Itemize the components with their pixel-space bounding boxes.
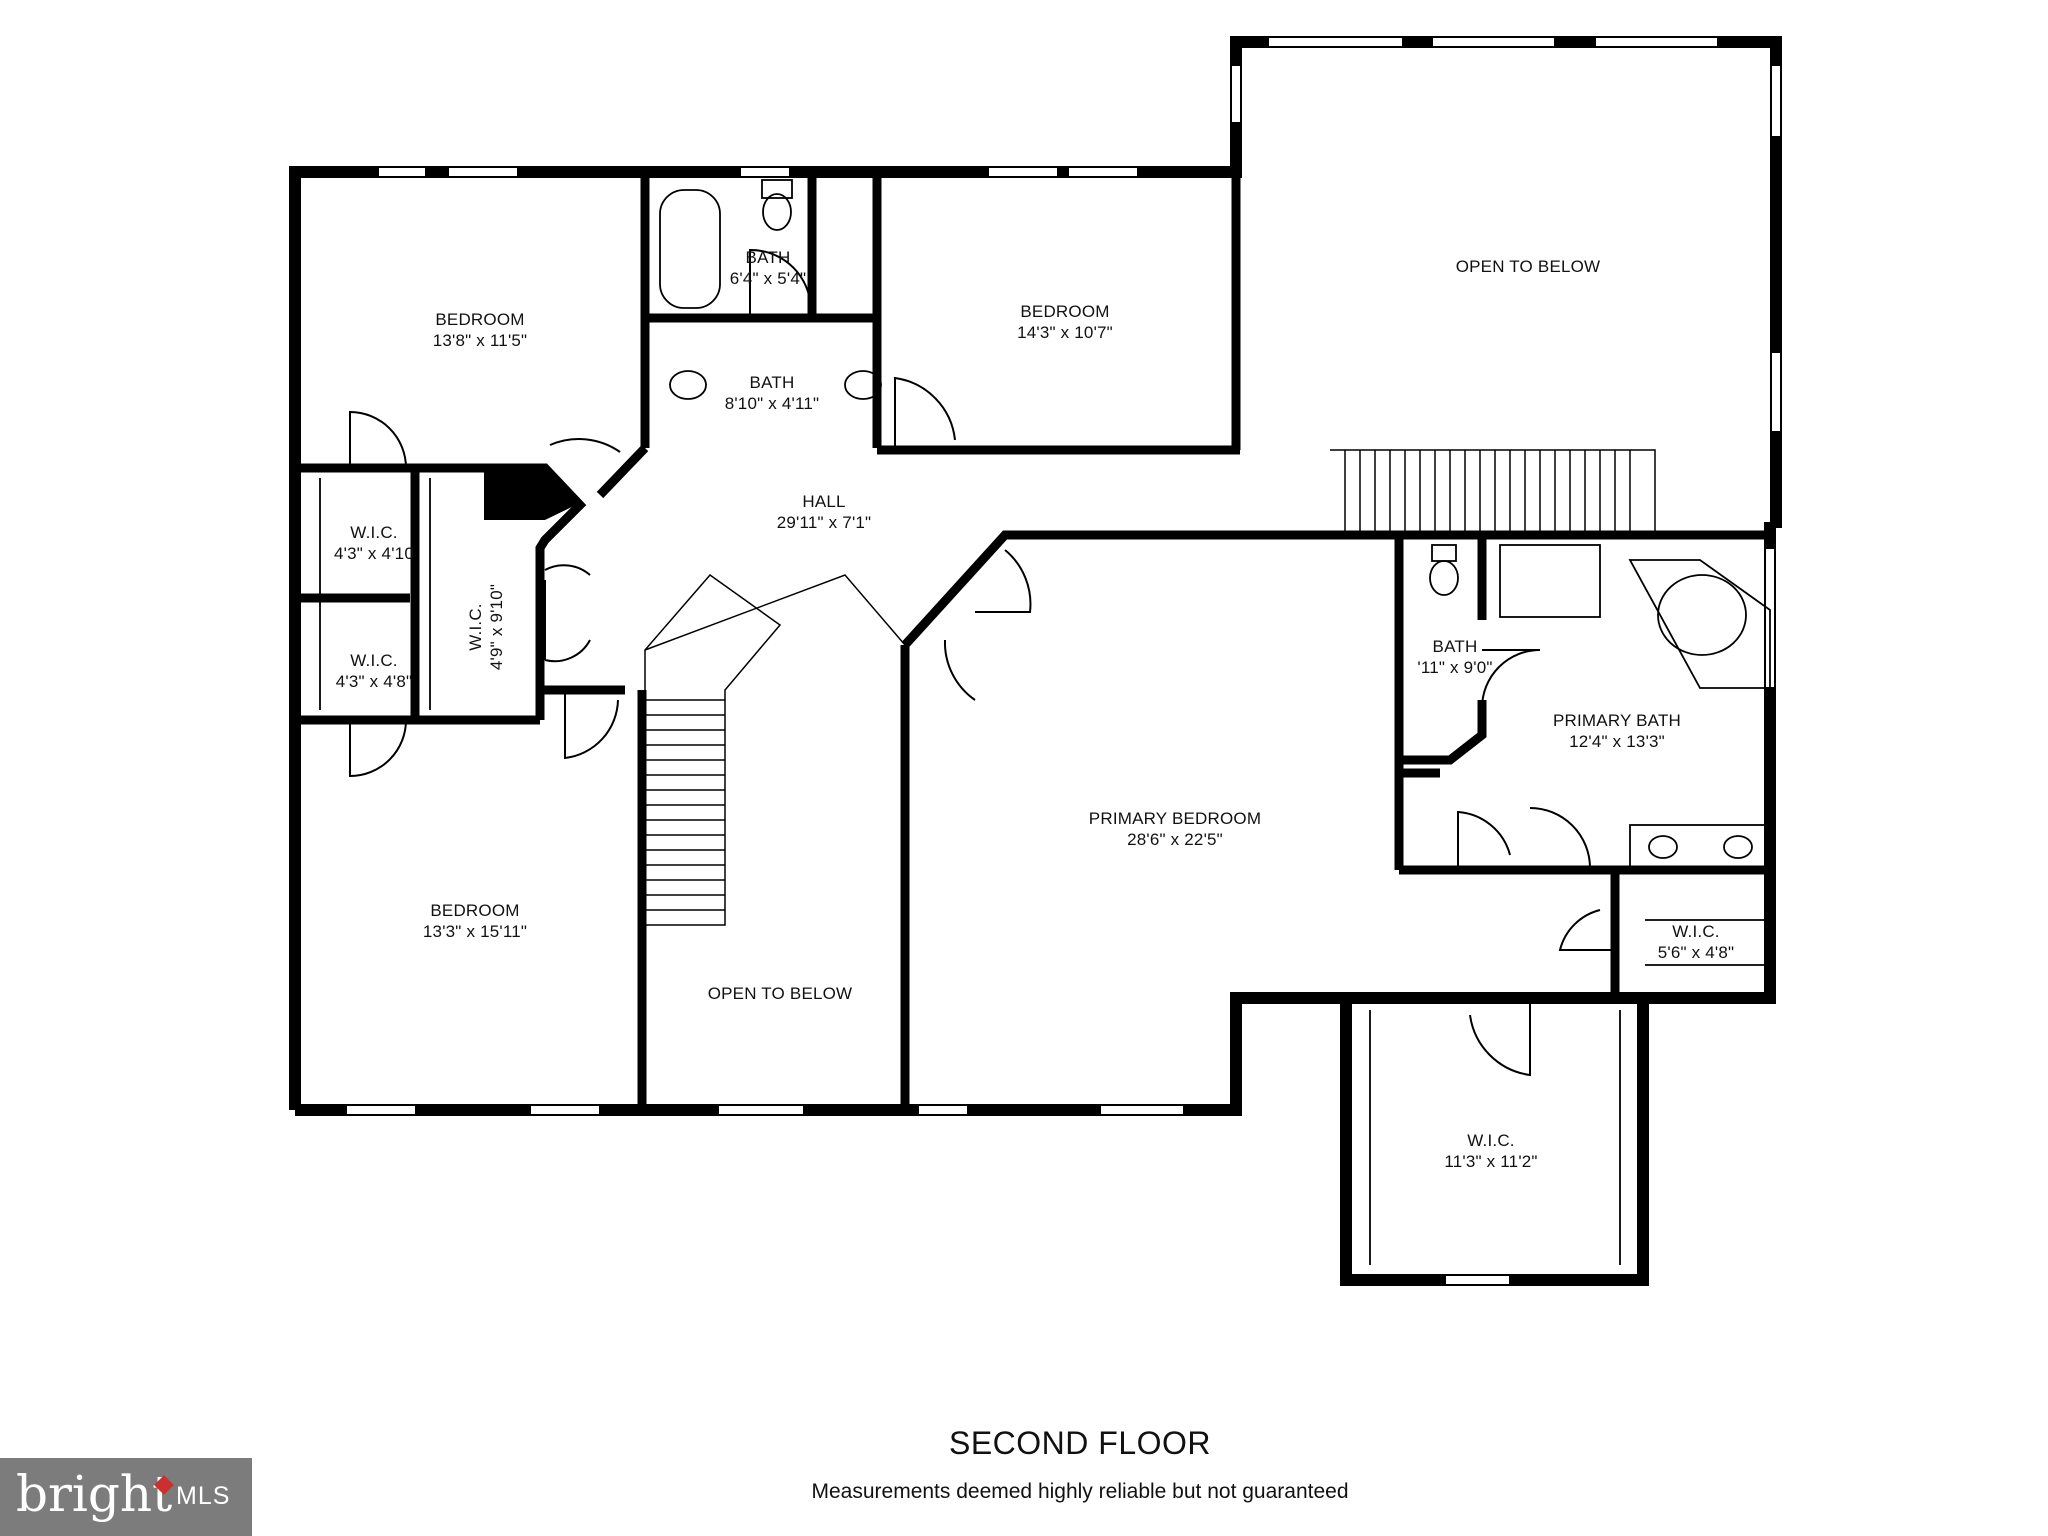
room-name: PRIMARY BATH xyxy=(1552,711,1682,730)
stairs xyxy=(644,449,1656,926)
room-dimensions: 14'3" x 10'7" xyxy=(1017,323,1113,342)
room-name: BATH xyxy=(1432,637,1478,656)
exterior-walls xyxy=(289,36,1782,1286)
room-name: W.I.C. xyxy=(1672,922,1720,941)
room-name: W.I.C. xyxy=(350,523,398,542)
room-bath-sinks: BATH 8'10" x 4'11" xyxy=(725,372,820,414)
doors xyxy=(349,248,1615,1077)
bright-mls-logo: bright MLS xyxy=(0,1458,252,1536)
room-dimensions: 11'3" x 11'2" xyxy=(1444,1152,1538,1171)
room-bedroom-n: BEDROOM 14'3" x 10'7" xyxy=(1017,301,1113,343)
room-primary-bath: PRIMARY BATH 12'4" x 13'3" xyxy=(1553,710,1681,752)
closet-shaded xyxy=(484,465,580,520)
room-dimensions: 12'4" x 13'3" xyxy=(1569,732,1665,751)
room-name: BATH xyxy=(749,373,795,392)
room-wic-3: W.I.C. 4'9" x 9'10" xyxy=(465,584,507,670)
room-dimensions: 8'10" x 4'11" xyxy=(724,394,820,413)
room-primary-bedroom: PRIMARY BEDROOM 28'6" x 22'5" xyxy=(1089,808,1261,850)
room-name: OPEN TO BELOW xyxy=(707,984,853,1003)
room-name: PRIMARY BEDROOM xyxy=(1088,809,1262,828)
room-open-to-below-s: OPEN TO BELOW xyxy=(708,983,853,1004)
room-open-to-below-ne: OPEN TO BELOW xyxy=(1456,256,1601,277)
room-dimensions: 28'6" x 22'5" xyxy=(1127,830,1223,849)
floor-title: SECOND FLOOR xyxy=(948,1425,1212,1461)
room-bath-primary-wc: BATH '11" x 9'0" xyxy=(1417,636,1492,678)
room-name: W.I.C. xyxy=(1467,1131,1515,1150)
room-dimensions: 4'3" x 4'8" xyxy=(335,672,413,691)
room-name: W.I.C. xyxy=(350,651,398,670)
room-bath-tub: BATH 6'4" x 5'4" xyxy=(730,247,807,289)
fixtures xyxy=(319,179,1771,1265)
room-name: HALL xyxy=(802,492,846,511)
room-wic-large: W.I.C. 11'3" x 11'2" xyxy=(1444,1130,1537,1172)
room-wic-1: W.I.C. 4'3" x 4'10 xyxy=(334,522,414,564)
room-dimensions: 13'3" x 15'11" xyxy=(422,922,528,941)
room-bedroom-sw: BEDROOM 13'3" x 15'11" xyxy=(423,900,527,942)
room-dimensions: 29'11" x 7'1" xyxy=(776,513,872,532)
room-name: BEDROOM xyxy=(430,901,520,920)
room-dimensions: '11" x 9'0" xyxy=(1417,658,1493,677)
room-dimensions: 6'4" x 5'4" xyxy=(729,269,807,288)
room-dimensions: 5'6" x 4'8" xyxy=(1657,943,1735,962)
logo-wordmark: bright xyxy=(16,1465,173,1523)
room-dimensions: 13'8" x 11'5" xyxy=(432,331,528,350)
room-bedroom-nw: BEDROOM 13'8" x 11'5" xyxy=(433,309,528,351)
room-hall: HALL 29'11" x 7'1" xyxy=(777,491,872,533)
room-name: OPEN TO BELOW xyxy=(1455,257,1601,276)
room-name: BATH xyxy=(745,248,791,267)
room-dimensions: 4'9" x 9'10" xyxy=(487,583,506,671)
room-name: BEDROOM xyxy=(435,310,525,329)
room-name: BEDROOM xyxy=(1020,302,1110,321)
room-dimensions: 4'3" x 4'10 xyxy=(334,544,414,563)
logo-mls: MLS xyxy=(176,1482,231,1510)
room-wic-primary: W.I.C. 5'6" x 4'8" xyxy=(1658,921,1735,963)
disclaimer-text: Measurements deemed highly reliable but … xyxy=(811,1480,1349,1503)
room-name: W.I.C. xyxy=(466,603,485,651)
room-wic-2: W.I.C. 4'3" x 4'8" xyxy=(336,650,413,692)
